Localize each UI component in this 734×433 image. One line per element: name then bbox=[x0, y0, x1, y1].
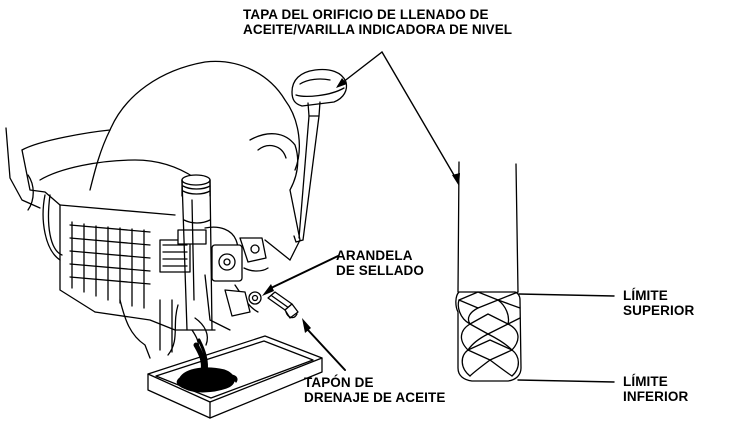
label-cap-line2: ACEITE/VARILLA INDICADORA DE NIVEL bbox=[243, 22, 513, 37]
drain-plug bbox=[267, 291, 299, 319]
leader-arrowheads bbox=[262, 78, 460, 371]
leader-lines bbox=[337, 51, 615, 383]
dipstick-with-cap bbox=[291, 68, 348, 243]
drain-pan bbox=[147, 335, 323, 419]
label-oil-drain-plug: TAPÓN DE DRENAJE DE ACEITE bbox=[304, 375, 445, 405]
label-upper-line2: SUPERIOR bbox=[623, 303, 695, 318]
label-lower-line1: LÍMITE bbox=[623, 374, 668, 389]
dipstick-detail bbox=[455, 161, 522, 382]
label-lower-line2: INFERIOR bbox=[623, 389, 689, 404]
label-oil-fill-cap-dipstick: TAPA DEL ORIFICIO DE LLENADO DE ACEITE/V… bbox=[243, 7, 512, 37]
label-sealing-washer: ARANDELA DE SELLADO bbox=[336, 248, 424, 278]
label-plug-line2: DRENAJE DE ACEITE bbox=[304, 390, 446, 405]
oil-fill-tube bbox=[181, 174, 213, 331]
label-lower-limit: LÍMITE INFERIOR bbox=[623, 374, 688, 404]
label-washer-line1: ARANDELA bbox=[336, 248, 413, 263]
label-plug-line1: TAPÓN DE bbox=[304, 375, 374, 390]
label-upper-line1: LÍMITE bbox=[623, 288, 668, 303]
label-upper-limit: LÍMITE SUPERIOR bbox=[623, 288, 694, 318]
label-washer-line2: DE SELLADO bbox=[336, 263, 425, 278]
engine-illustration bbox=[5, 60, 301, 359]
label-cap-line1: TAPA DEL ORIFICIO DE LLENADO DE bbox=[243, 7, 489, 22]
